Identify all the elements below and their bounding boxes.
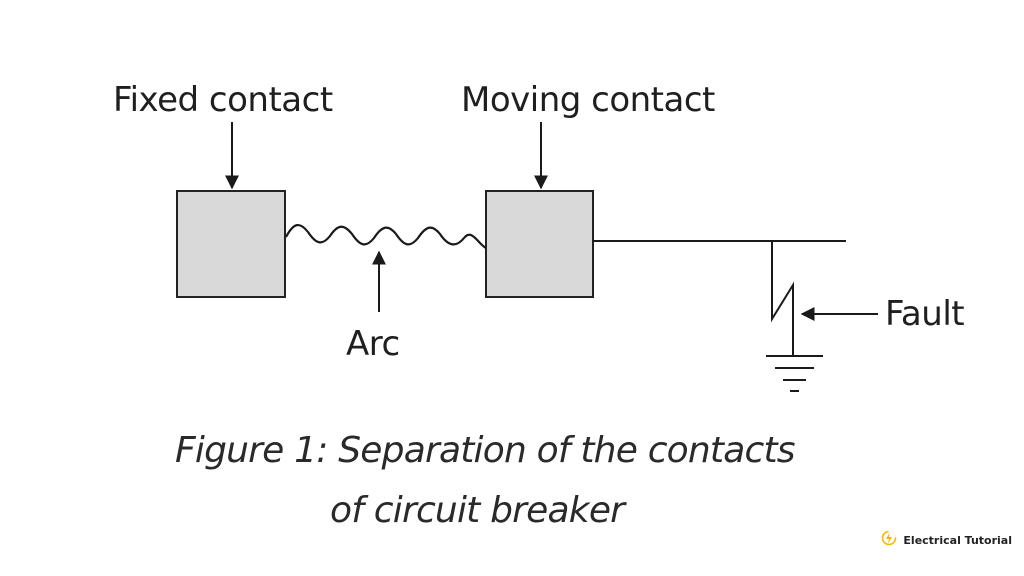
fault-label: Fault xyxy=(885,294,965,334)
fault-path xyxy=(771,241,794,355)
arc-wave xyxy=(285,224,487,249)
figure-caption-line1: Figure 1: Separation of the contacts xyxy=(175,430,796,471)
moving-contact-block xyxy=(485,190,594,298)
fixed-contact-label: Fixed contact xyxy=(113,80,333,120)
ground-icon xyxy=(766,355,823,392)
figure-caption-line2: of circuit breaker xyxy=(330,490,625,531)
lightning-bolt-icon xyxy=(881,530,897,550)
moving-contact-label: Moving contact xyxy=(461,80,715,120)
brand-name: Electrical Tutorial xyxy=(903,533,1012,547)
brand-logo: Electrical Tutorial xyxy=(881,530,1012,550)
fixed-contact-block xyxy=(176,190,286,298)
arc-label: Arc xyxy=(346,324,400,364)
